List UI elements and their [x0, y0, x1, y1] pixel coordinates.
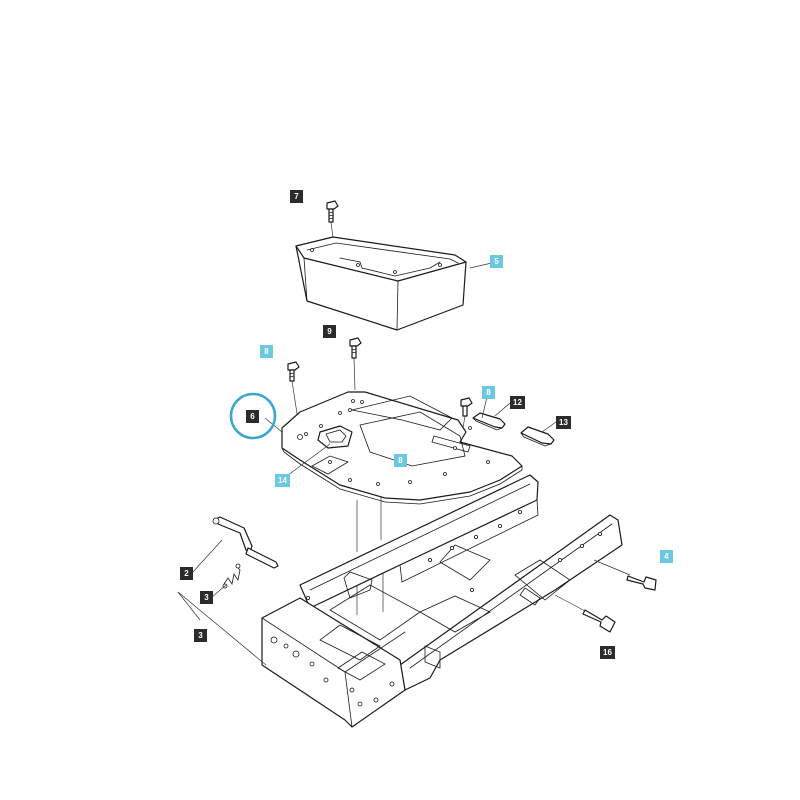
- callout-14-text: 14: [278, 476, 287, 485]
- bolt-4: [626, 575, 657, 591]
- battery-box: [295, 236, 467, 331]
- callout-6: 6: [246, 410, 259, 423]
- callout-16: 16: [600, 646, 615, 659]
- callout-3-upper-text: 3: [204, 593, 209, 602]
- callout-3-lower: 3: [194, 629, 207, 642]
- callout-5-text: 5: [494, 257, 499, 266]
- pedal-rod: [212, 516, 279, 569]
- callout-12: 12: [510, 396, 525, 409]
- callout-12-text: 12: [513, 398, 522, 407]
- callout-6-text: 6: [250, 412, 255, 421]
- pedal-pad-13: [520, 426, 555, 447]
- callout-8-center-text: 8: [398, 456, 403, 465]
- bolt-9: [349, 337, 362, 359]
- callout-4-text: 4: [664, 552, 669, 561]
- bolt-8b: [460, 397, 473, 417]
- callout-7: 7: [290, 190, 303, 203]
- callout-7-text: 7: [294, 192, 299, 201]
- callout-9-text: 9: [327, 327, 332, 336]
- callout-8-right: 8: [482, 386, 495, 399]
- callout-2: 2: [180, 567, 193, 580]
- pedal-pad-12: [472, 412, 506, 431]
- bolt-8a: [287, 361, 300, 382]
- callout-2-text: 2: [184, 569, 189, 578]
- bolt-16: [582, 609, 616, 633]
- callout-13-text: 13: [559, 418, 568, 427]
- spring: [222, 563, 241, 589]
- callout-16-text: 16: [603, 648, 612, 657]
- callout-5: 5: [490, 255, 503, 268]
- callout-3-lower-text: 3: [198, 631, 203, 640]
- callout-8-center: 8: [394, 454, 407, 467]
- callout-leaders: [177, 261, 557, 666]
- bolt-7: [326, 200, 339, 223]
- callout-13: 13: [556, 416, 571, 429]
- highlight-ring: [229, 392, 277, 440]
- callout-8-left-text: 8: [264, 347, 269, 356]
- callout-4: 4: [660, 550, 673, 563]
- main-frame: [261, 474, 623, 728]
- callout-3-upper: 3: [200, 591, 213, 604]
- callout-8-left: 8: [260, 345, 273, 358]
- callout-8-right-text: 8: [486, 388, 491, 397]
- callout-14: 14: [275, 474, 290, 487]
- callout-9: 9: [323, 325, 336, 338]
- floor-plate: [281, 391, 523, 505]
